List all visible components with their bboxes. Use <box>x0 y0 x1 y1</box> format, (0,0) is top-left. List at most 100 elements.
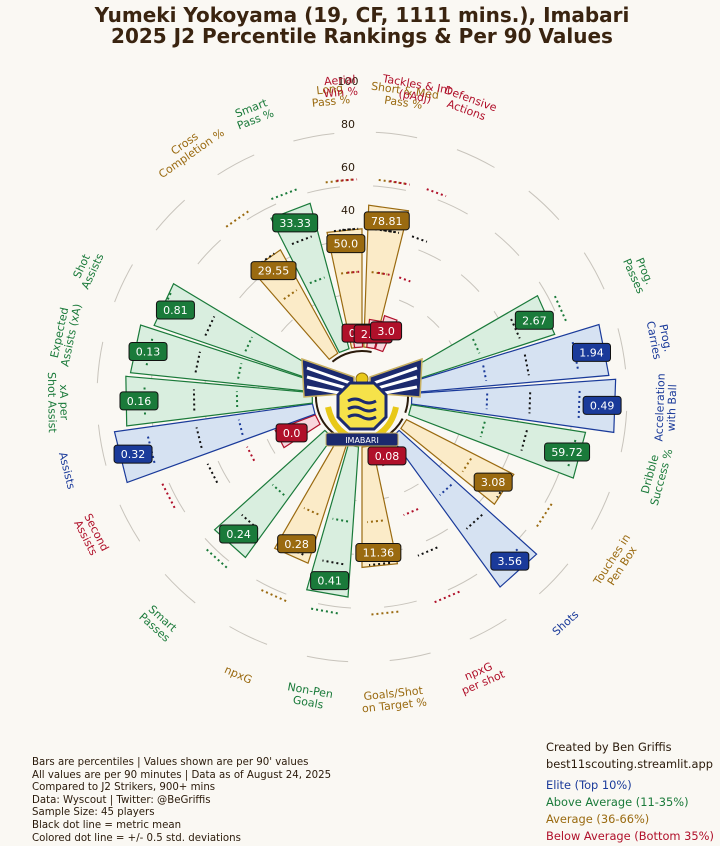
std-dot-line <box>378 178 406 185</box>
grid-arc <box>97 424 107 466</box>
created-by-text: Created by Ben Griffis <box>546 740 672 754</box>
legend-item: Above Average (11-35%) <box>546 795 689 809</box>
std-dot-line <box>535 503 553 528</box>
metric-label: Prog.Carries <box>644 320 675 361</box>
grid-arc <box>494 232 520 256</box>
metric-label-line: Prog. <box>656 323 674 353</box>
mean-dot-line <box>333 227 356 233</box>
mean-dot-line <box>195 427 203 449</box>
bar-7 <box>361 445 399 569</box>
value-label: 59.72 <box>551 446 583 459</box>
value-label-box <box>277 534 317 554</box>
legend-item: Average (36-66%) <box>546 812 650 826</box>
std-dot-line <box>554 295 567 322</box>
metric-label-line: Goals/Shot <box>363 684 424 703</box>
bar-3 <box>407 404 587 479</box>
mean-dot-line <box>523 354 530 376</box>
value-label: 0.28 <box>284 538 309 551</box>
grid-arc <box>375 131 418 139</box>
grid-arc <box>538 563 569 595</box>
value-label: 0.49 <box>590 399 615 412</box>
grid-arc <box>617 328 627 370</box>
site-url-text: best11scouting.streamlit.app <box>546 757 713 771</box>
tier-legend: Elite (Top 10%)Above Average (11-35%)Ave… <box>546 777 714 845</box>
mean-dot-line <box>206 463 219 484</box>
mean-dot-line <box>291 235 313 245</box>
grid-arc <box>168 482 186 513</box>
value-label: 3.56 <box>498 555 523 568</box>
footnote-line: Black dot line = metric mean <box>32 819 182 831</box>
footnote-line: Data: Wyscout | Twitter: @BeGriffis <box>32 794 211 806</box>
value-label: 2.67 <box>522 314 547 327</box>
value-label-box <box>473 472 513 492</box>
value-label: 50.0 <box>334 238 359 251</box>
grid-arc <box>399 299 415 308</box>
radial-tick-label: 40 <box>341 204 355 217</box>
metric-label-line: Shot Assist <box>45 372 59 433</box>
std-dot-line <box>403 508 419 517</box>
footnote-line: Compared to J2 Strikers, 900+ mins <box>32 782 216 794</box>
metric-label-line: Assists <box>56 451 78 491</box>
crest-waves <box>347 397 377 421</box>
value-label-box <box>355 543 402 563</box>
grid-arc <box>155 199 186 231</box>
grid-arc <box>544 472 560 503</box>
radial-tick-label: 60 <box>341 161 355 174</box>
grid-arc <box>425 528 449 542</box>
std-dot-line <box>246 446 256 462</box>
value-label: 1.94 <box>579 346 604 359</box>
footnotes: Bars are percentiles | Values shown are … <box>32 757 331 845</box>
chart-title-line2: 2025 J2 Percentile Rankings & Per 90 Val… <box>111 24 613 48</box>
std-dot-line <box>377 271 390 276</box>
grid-arc <box>293 132 335 142</box>
value-label-box <box>250 261 297 281</box>
value-label-box <box>544 442 591 462</box>
chart-title-line1: Yumeki Yokoyama (19, CF, 1111 mins.), Im… <box>94 3 630 27</box>
metric-label-line: xA per <box>57 384 71 421</box>
legend-item: Below Average (Bottom 35%) <box>546 829 714 843</box>
value-label-box <box>272 213 319 233</box>
metric-label: Prog.Passes <box>620 256 656 296</box>
grid-arc <box>204 538 230 562</box>
metric-label: npxG <box>222 663 254 687</box>
std-dot-line <box>205 548 228 569</box>
value-label: 0.24 <box>226 528 251 541</box>
metric-label: Shots <box>550 608 582 638</box>
grid-arc <box>256 579 287 595</box>
grid-arc <box>307 186 340 194</box>
grid-arc <box>583 252 605 290</box>
grid-arc <box>384 600 417 608</box>
value-label-box <box>582 395 622 415</box>
std-dot-line <box>271 188 298 200</box>
metric-label-line: Pass % <box>311 93 350 110</box>
mean-dot-line <box>417 546 438 557</box>
mean-dot-line <box>368 561 391 567</box>
grid-arc <box>317 603 351 609</box>
grid-arc <box>538 281 556 312</box>
mean-dot-line <box>510 318 521 339</box>
value-label: 3.08 <box>481 476 506 489</box>
mean-dot-line <box>520 429 528 451</box>
metric-label-line: (pAdj) <box>398 87 433 106</box>
value-label-box <box>219 524 259 544</box>
grid-arc <box>469 618 507 640</box>
grid-arc <box>217 460 231 484</box>
group-arc <box>331 350 372 363</box>
grid-arc <box>239 279 257 299</box>
value-label: 0.13 <box>136 346 161 359</box>
grid-arc <box>229 626 268 645</box>
metric-label: Assists <box>56 451 78 491</box>
mean-dot-line <box>374 228 396 234</box>
value-label: 0.81 <box>163 304 188 317</box>
mean-dot-line <box>411 235 428 243</box>
crest-banner-text: IMABARI <box>345 436 379 445</box>
grid-arc <box>528 190 560 221</box>
